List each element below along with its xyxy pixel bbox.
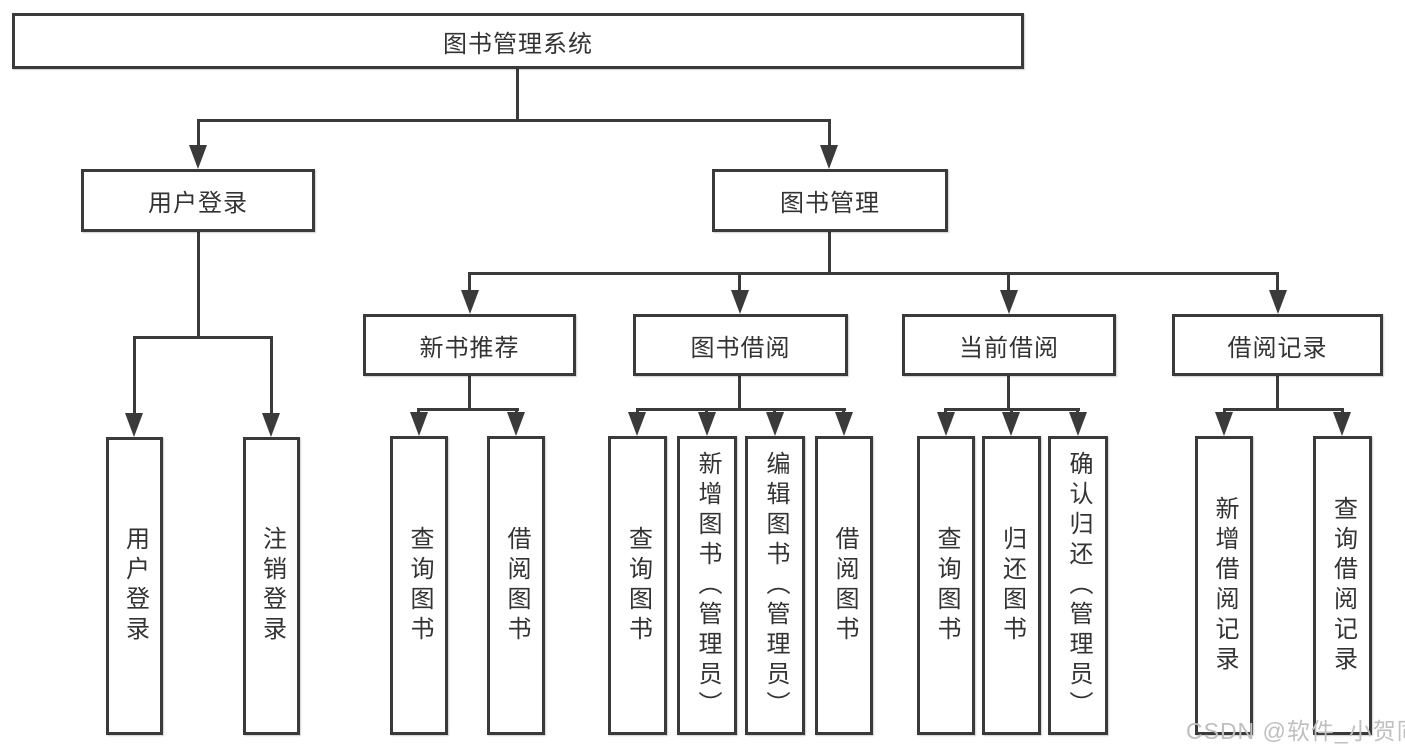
node-query-borrow-record: 查询借阅记录 (1313, 436, 1372, 735)
connector-borrowing-stem (738, 376, 741, 411)
connector-to-borrowing-records (1276, 272, 1279, 292)
node-current-borrowing: 当前借阅 (902, 314, 1116, 376)
connector-to-logout-action (270, 336, 273, 416)
connector-root-stem (516, 68, 519, 120)
connector-current-stem (1007, 376, 1010, 411)
watermark: CSDN @软件_小贺同学 (1186, 718, 1405, 744)
arrowhead-down-icon (731, 290, 749, 314)
node-return-books: 归还图书 (982, 436, 1041, 735)
node-add-books-admin: 新增图书（管理员） (677, 436, 737, 735)
connector-records-rail (1223, 408, 1344, 411)
node-new-book-recommendation: 新书推荐 (363, 314, 576, 376)
connector-book-management-stem (828, 232, 831, 275)
node-book-management: 图书管理 (712, 169, 948, 232)
connector-records-stem (1276, 376, 1279, 411)
arrowhead-down-icon (698, 412, 716, 436)
arrowhead-down-icon (1269, 290, 1287, 314)
node-user-login: 用户登录 (81, 169, 315, 232)
node-edit-books-admin: 编辑图书（管理员） (745, 436, 805, 735)
arrowhead-down-icon (628, 412, 646, 436)
node-book-borrowing: 图书借阅 (633, 314, 848, 376)
node-user-login-action: 用户登录 (106, 437, 163, 735)
connector-to-user-login-action (133, 336, 136, 416)
connector-user-login-stem (197, 232, 200, 339)
arrowhead-down-icon (1069, 412, 1087, 436)
connector-user-login-rail (133, 336, 273, 339)
arrowhead-down-icon (262, 413, 280, 437)
connector-to-book-borrowing (738, 272, 741, 292)
arrowhead-down-icon (820, 145, 838, 169)
connector-borrowing-rail (636, 408, 846, 411)
arrowhead-down-icon (410, 412, 428, 436)
node-query-books-recommend: 查询图书 (390, 436, 448, 735)
arrowhead-down-icon (1333, 412, 1351, 436)
connector-root-to-user-login (197, 119, 200, 149)
connector-root-to-book-management (828, 119, 831, 149)
arrowhead-down-icon (835, 412, 853, 436)
arrowhead-down-icon (125, 413, 143, 437)
arrowhead-down-icon (189, 145, 207, 169)
node-confirm-return-admin: 确认归还（管理员） (1048, 436, 1108, 735)
node-query-books-borrow: 查询图书 (608, 436, 667, 735)
arrowhead-down-icon (1000, 290, 1018, 314)
node-borrow-books-borrow: 借阅图书 (815, 436, 873, 735)
node-borrowing-records: 借阅记录 (1172, 314, 1383, 376)
connector-recommend-stem (468, 376, 471, 411)
node-logout-action: 注销登录 (243, 437, 300, 735)
connector-to-new-book-recommendation (468, 272, 471, 292)
connector-recommend-rail (417, 408, 519, 411)
connector-book-management-rail (468, 272, 1279, 275)
arrowhead-down-icon (461, 290, 479, 314)
arrowhead-down-icon (937, 412, 955, 436)
arrowhead-down-icon (1002, 412, 1020, 436)
arrowhead-down-icon (1215, 412, 1233, 436)
node-borrow-books-recommend: 借阅图书 (487, 436, 545, 735)
connector-to-current-borrowing (1007, 272, 1010, 292)
connector-root-rail (197, 119, 831, 122)
node-root: 图书管理系统 (12, 13, 1024, 69)
arrowhead-down-icon (766, 412, 784, 436)
arrowhead-down-icon (507, 412, 525, 436)
node-query-books-current: 查询图书 (917, 436, 975, 735)
node-add-borrow-record: 新增借阅记录 (1195, 436, 1253, 735)
